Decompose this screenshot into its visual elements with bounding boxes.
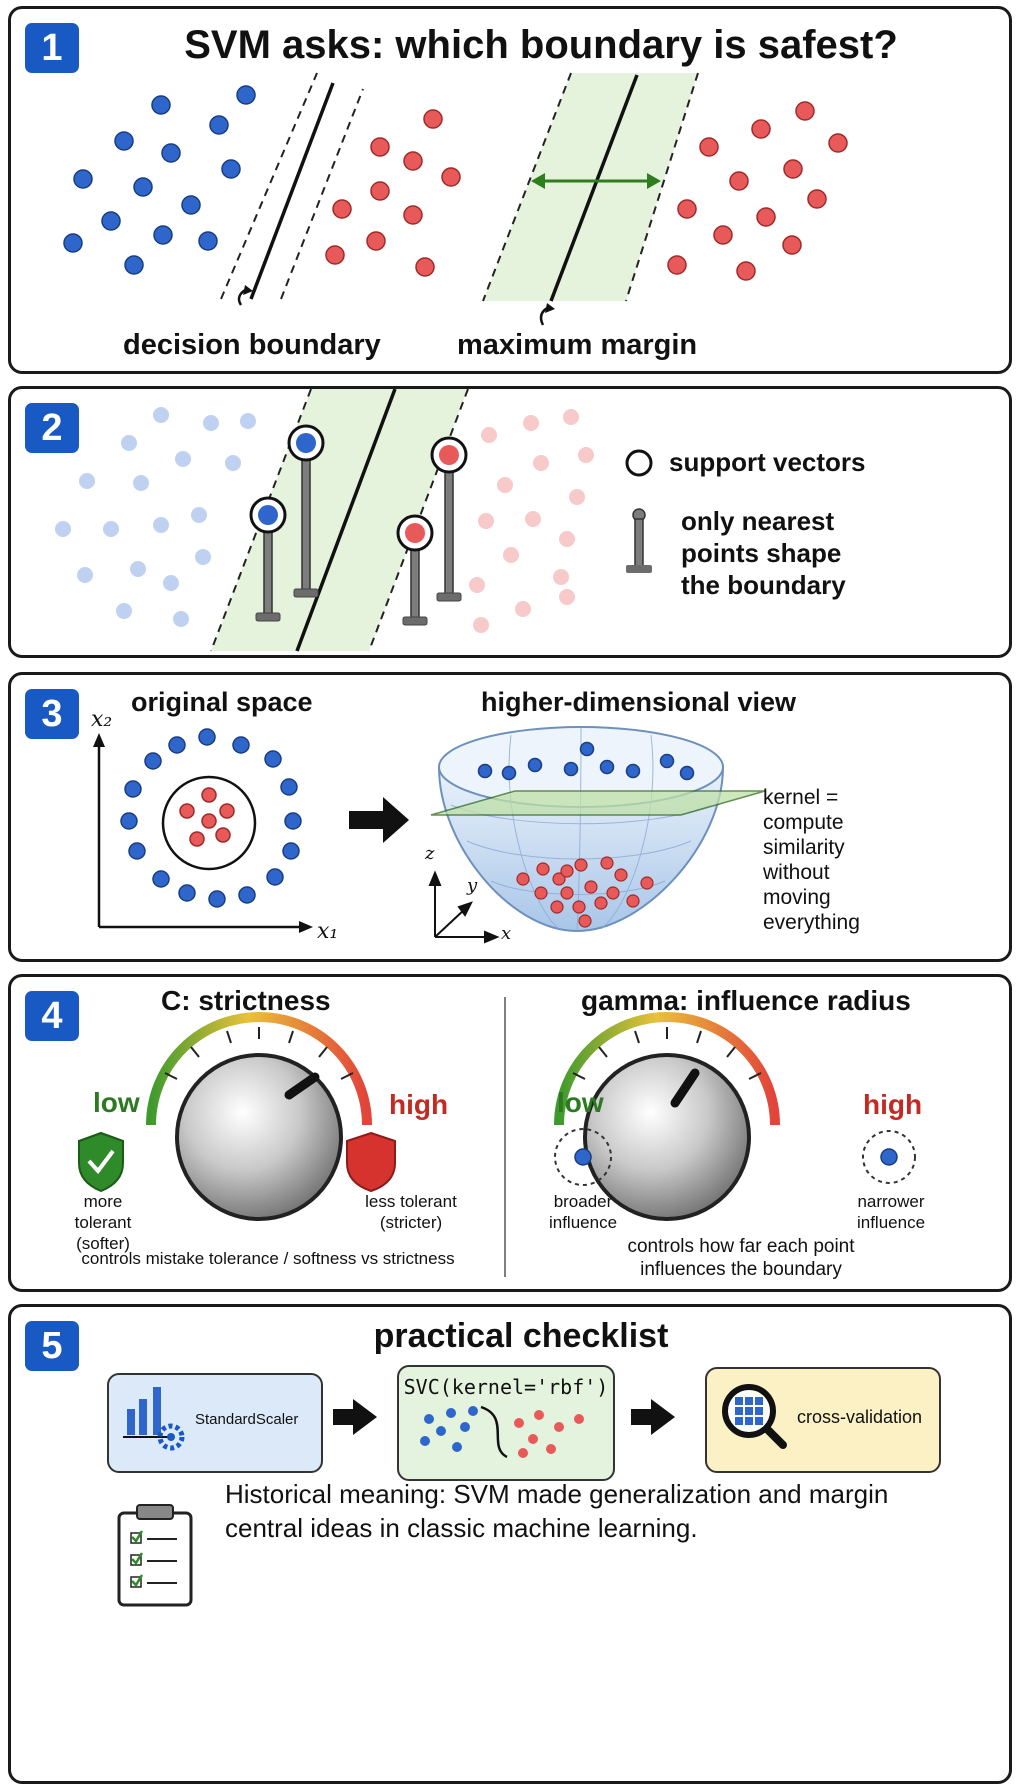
y-axis-label: y [467,875,478,896]
c-high-label: high [389,1089,449,1120]
gamma-knob-pointer [670,1068,700,1108]
maximum-margin-label: maximum margin [457,329,698,361]
magnifier-grid-icon [722,1384,787,1449]
gamma-low-label: low [557,1087,604,1118]
decision-boundary-label: decision boundary [123,329,381,361]
clipboard-checklist-icon [117,1504,193,1607]
faded-red-points [469,409,594,633]
panel-title: SVM asks: which boundary is safest? [184,23,898,67]
shield-icon [346,1131,396,1193]
gamma-low-desc: broader influence [548,1192,618,1232]
c-dial-scale [146,1012,372,1126]
panel-2: 2 [8,386,1012,658]
panel-number-badge: 4 [25,991,79,1041]
inner-points [179,787,235,847]
bar-chart-gear-icon [123,1387,185,1451]
c-knob [175,1053,343,1221]
stand-legend-icon [626,508,652,573]
gamma-high-label: high [863,1089,923,1120]
z-axis-label: z [425,843,435,864]
boundary-comparison-diagram [63,72,848,326]
separating-plane [430,790,766,816]
cross-validation-label: cross-validation [797,1407,923,1427]
panel-number-badge: 3 [25,689,79,739]
panel-4: 4 C: strictness gamma: influence radius [8,974,1012,1292]
gamma-high-desc: narrower influence [856,1192,926,1232]
kernel-mapping-diagram [93,726,766,944]
boundary-dash-left [220,72,318,300]
red-points-right [667,101,848,281]
panel-number-badge: 1 [25,23,79,73]
x2-axis-label: x₂ [91,707,113,732]
kernel-note: kernel = compute similarity without movi… [763,786,860,934]
historical-meaning-text: Historical meaning: SVM made generalizat… [225,1479,889,1543]
gamma-caption: controls how far each point influences t… [627,1236,855,1280]
panel-1: 1 SVM asks: which boundary is safest? [8,6,1012,374]
original-space-title: original space [131,687,313,717]
c-high-desc: less tolerant (stricter) [365,1192,457,1232]
checklist-diagram [117,1384,787,1607]
panel-number-badge: 5 [25,1321,79,1371]
shield-check-icon [78,1131,124,1193]
c-low-desc: more tolerant (softer) [74,1192,132,1253]
c-title: C: strictness [161,985,331,1016]
c-caption: controls mistake tolerance / softness vs… [81,1249,455,1268]
gamma-dial-scale [554,1012,780,1126]
support-vectors-diagram [55,389,653,652]
panel-title: practical checklist [373,1317,669,1355]
lifted-blue-points [477,741,695,781]
standard-scaler-label: StandardScaler [195,1411,299,1428]
panel-number-badge: 2 [25,403,79,453]
x-axis-label: x [501,923,512,944]
inner-circle [161,775,257,871]
c-knob-pointer [284,1072,320,1100]
svc-mini-plot [420,1405,584,1459]
narrow-influence-icon [862,1130,916,1184]
svc-label: SVC(kernel='rbf') [403,1375,609,1399]
c-low-label: low [93,1087,140,1118]
faded-blue-points [55,407,256,627]
decision-boundary-line [295,389,397,652]
lowered-red-points [516,856,654,928]
higher-dimensional-title: higher-dimensional view [481,687,797,717]
support-vector-points [249,424,468,552]
panel-5: 5 practical checklist StandardScaler SVC… [8,1304,1012,1784]
blue-points-left [63,85,256,275]
outer-ring-points [120,728,302,908]
nearest-points-label: only nearest points shape the boundary [681,506,846,600]
hyperparameter-dials [78,997,916,1277]
red-points-left [325,109,461,277]
x1-axis-label: x₁ [317,919,339,944]
support-vectors-label: support vectors [669,447,866,477]
arrow-right-icon [631,1399,675,1435]
margin-band [483,73,698,301]
gamma-title: gamma: influence radius [581,985,911,1016]
panel-3: 3 original space higher-dimensional view [8,672,1012,962]
support-vector-legend-icon [625,449,653,477]
gamma-knob [583,1053,751,1221]
decision-boundary-line [249,82,335,300]
margin-band [211,389,468,651]
arrow-right-icon [333,1399,377,1435]
broad-influence-icon [554,1128,612,1186]
boundary-dash-right [280,88,364,300]
arrow-right-icon [349,797,409,843]
3d-axes [428,870,500,944]
max-margin-boundary-line [549,74,639,302]
